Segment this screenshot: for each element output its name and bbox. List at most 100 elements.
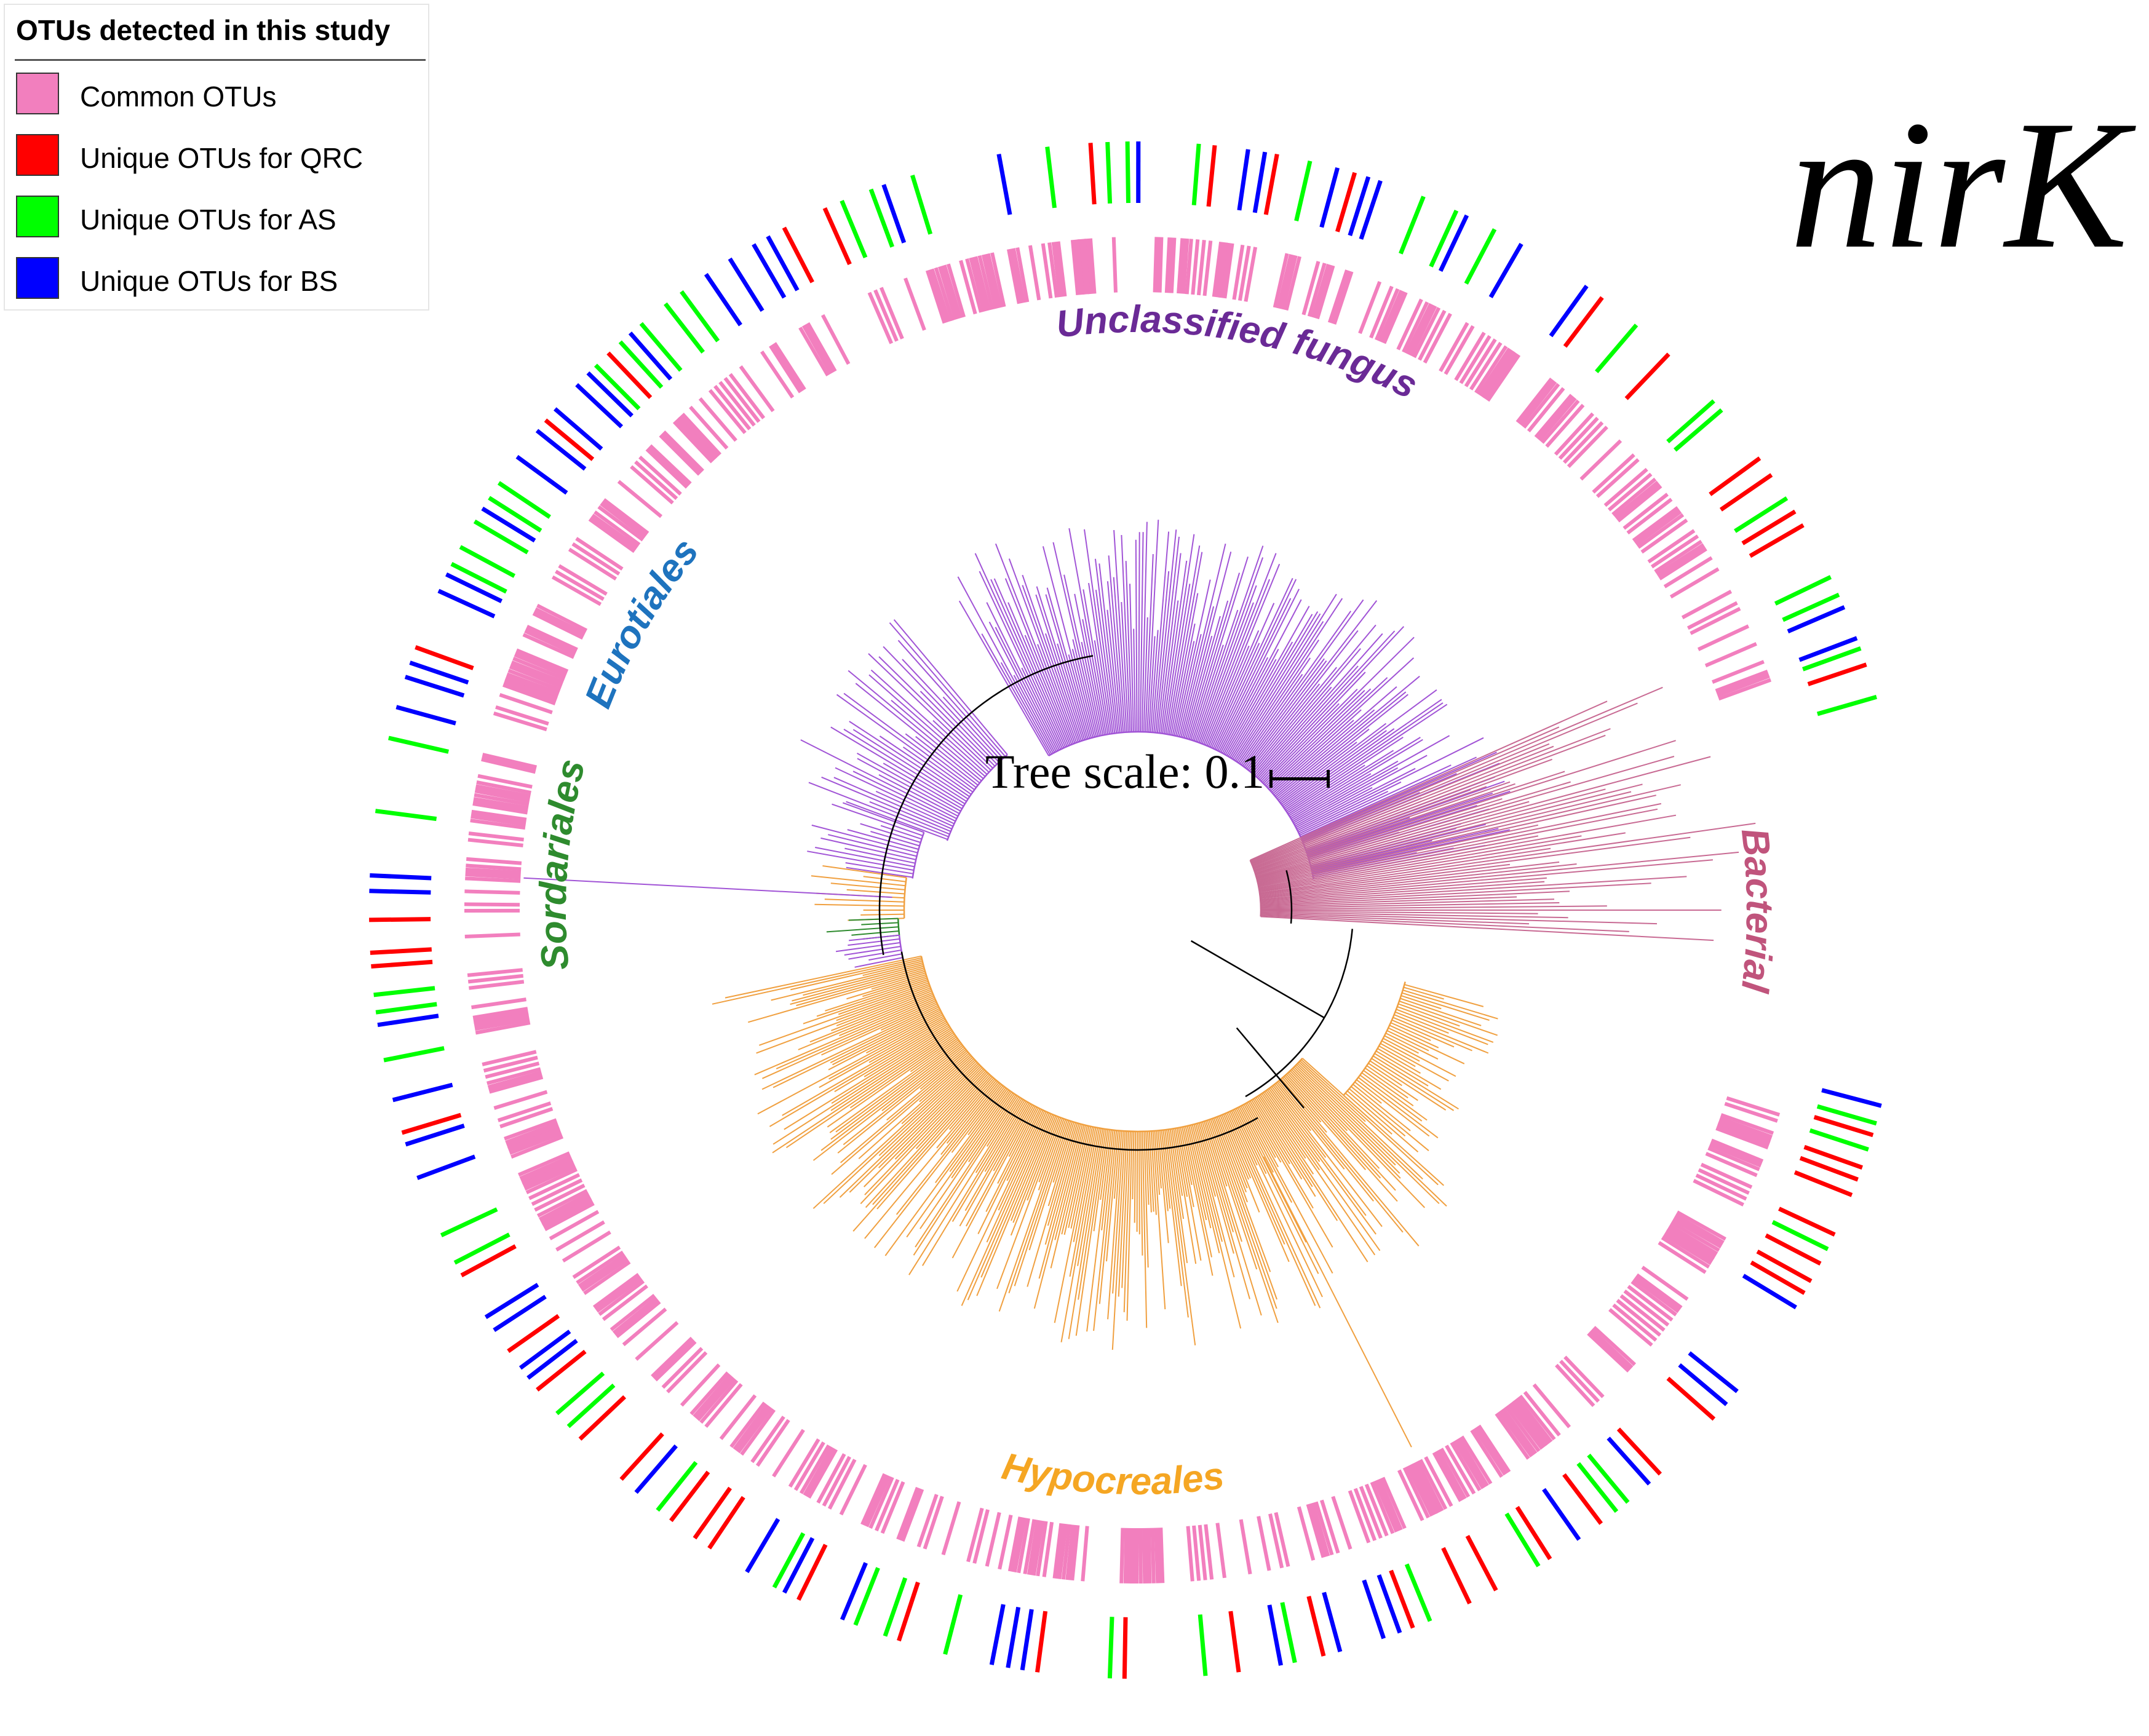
unique-otu-bar xyxy=(1544,1489,1579,1540)
hypocreales-branch xyxy=(1094,1130,1114,1331)
common-otu-bar xyxy=(1270,1514,1282,1568)
common-otu-bar xyxy=(1519,380,1554,424)
unique-otu-bar xyxy=(580,1397,625,1439)
unique-otu-bar xyxy=(1047,147,1055,208)
legend-swatch-as xyxy=(16,196,59,237)
hypocreales-branch xyxy=(860,914,904,915)
legend-swatch-bs xyxy=(16,257,59,299)
backbone-branch xyxy=(1191,941,1325,1018)
common-otu-bar xyxy=(556,571,604,599)
common-otu-bar xyxy=(1188,1526,1193,1582)
common-otu-bar xyxy=(468,976,523,982)
unique-otu-bar xyxy=(370,876,431,879)
unique-otu-bar xyxy=(1127,141,1128,203)
common-otu-bar xyxy=(1258,1516,1269,1571)
unclassified-branch xyxy=(894,620,1007,755)
common-otu-bar xyxy=(943,1502,959,1555)
common-otu-bar xyxy=(1670,569,1718,597)
hypocreales-branch xyxy=(1380,1044,1448,1081)
hypocreales-branch xyxy=(822,866,906,878)
common-otu-bar xyxy=(1698,626,1749,649)
common-otu-bar xyxy=(999,1515,1011,1569)
common-otu-bar xyxy=(469,981,523,988)
hypocreales-branch xyxy=(1404,988,1444,999)
legend-item-bs: Unique OTUs for BS xyxy=(16,257,422,301)
unique-otu-bar xyxy=(1775,577,1830,603)
unique-otu-bar xyxy=(1322,168,1338,228)
unclassified-branch xyxy=(1265,637,1414,785)
unique-otu-bar xyxy=(1269,1605,1281,1665)
common-otu-bar xyxy=(464,891,520,893)
legend-label-bs: Unique OTUs for BS xyxy=(80,264,338,298)
common-otu-bar xyxy=(1556,1365,1594,1406)
unique-otu-bar xyxy=(1110,1617,1112,1678)
unique-otu-bar xyxy=(369,919,431,920)
legend-label-qrc: Unique OTUs for QRC xyxy=(80,141,363,175)
unclassified-branch xyxy=(844,946,901,955)
unique-otu-bar xyxy=(1744,1275,1797,1307)
common-otu-bar xyxy=(900,1488,920,1540)
unique-otu-bar xyxy=(415,647,473,668)
hypocreales-branch xyxy=(1297,1064,1439,1203)
common-otu-bar xyxy=(905,278,924,330)
unique-otu-bar xyxy=(1626,354,1669,398)
unique-otu-bar xyxy=(417,1157,475,1178)
legend-label-common: Common OTUs xyxy=(80,80,276,113)
unique-otu-bar xyxy=(1680,1365,1727,1405)
hypocreales-branch xyxy=(1137,1132,1138,1232)
legend-title: OTUs detected in this study xyxy=(16,14,390,47)
hypocreales-branch-arc xyxy=(904,878,907,918)
common-otu-bar xyxy=(466,872,521,875)
common-otu-bar xyxy=(1682,592,1731,618)
unique-otu-bar xyxy=(555,409,602,449)
unique-otu-bar xyxy=(1822,1090,1881,1106)
unique-otu-bar xyxy=(537,430,585,469)
common-otu-bar xyxy=(720,382,755,426)
unique-otu-bar xyxy=(1209,145,1215,206)
sordariales-branch xyxy=(827,927,899,932)
tree-branches xyxy=(523,520,1755,1447)
legend-swatch-qrc xyxy=(16,134,59,176)
legend-swatch-common xyxy=(16,73,59,114)
common-otu-bar xyxy=(1158,1528,1160,1583)
unique-otu-bar xyxy=(621,1434,662,1480)
common-otu-bar xyxy=(1194,1526,1199,1581)
unique-otu-bar xyxy=(482,509,534,541)
unique-otu-bar xyxy=(375,811,436,819)
common-otu-bar xyxy=(581,1257,627,1288)
sordariales-branch xyxy=(851,931,899,935)
unique-otu-bar xyxy=(1808,665,1867,684)
common-otu-bar xyxy=(1199,240,1204,295)
unique-otu-bar xyxy=(747,1519,778,1572)
unique-otu-bar xyxy=(475,521,528,553)
unique-otu-bar xyxy=(1735,498,1787,531)
legend-item-qrc: Unique OTUs for QRC xyxy=(16,134,422,178)
unique-otu-bar xyxy=(1618,1429,1660,1474)
unique-otu-bar xyxy=(489,497,541,531)
unique-otu-bar xyxy=(393,1085,453,1100)
unique-otu-bar xyxy=(461,1247,515,1276)
unique-otu-bar xyxy=(842,200,866,257)
unique-otu-bar xyxy=(389,738,448,751)
unique-otu-bar xyxy=(1517,1507,1551,1559)
tree-scale-bar xyxy=(1269,777,1330,780)
unique-otu-bar xyxy=(1468,1536,1496,1591)
unclassified-branch xyxy=(849,950,902,959)
bacterial-branch xyxy=(1261,917,1714,941)
unclassified-branch xyxy=(1138,532,1139,732)
unique-otu-bar xyxy=(1742,512,1795,544)
legend-item-as: Unique OTUs for AS xyxy=(16,196,422,240)
hypocreales-branch xyxy=(1135,1132,1136,1223)
hypocreales-branch xyxy=(811,876,905,886)
unique-otu-bar xyxy=(499,483,550,517)
unique-otu-bar xyxy=(441,1210,497,1235)
clade-label: Bacterial xyxy=(1733,826,1781,996)
unique-otu-bar xyxy=(1817,697,1877,714)
unique-otu-bar xyxy=(999,154,1010,215)
hypocreales-branch xyxy=(1236,1109,1318,1274)
common-otu-bar xyxy=(1590,1331,1631,1369)
unique-otu-bar xyxy=(1022,1609,1031,1670)
common-otu-bar xyxy=(468,840,523,846)
common-otu-bar xyxy=(1205,240,1211,296)
